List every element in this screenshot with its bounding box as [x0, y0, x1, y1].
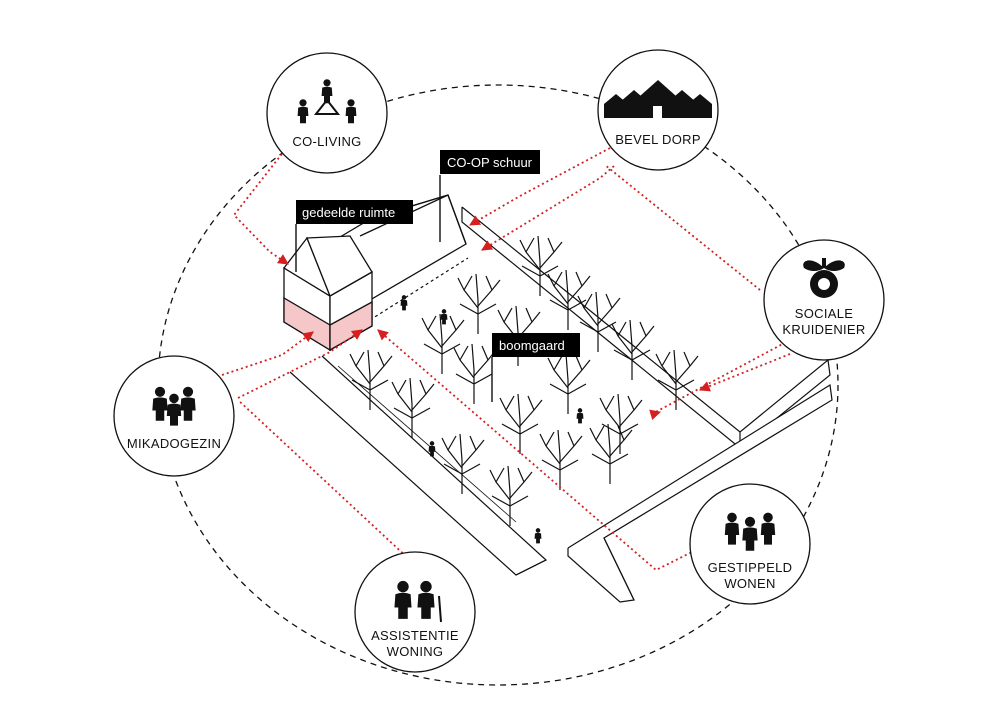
tree-icon — [577, 291, 621, 352]
tree-icon — [349, 349, 393, 410]
gedeelde-ruimte-building — [283, 235, 373, 352]
node-mikado: MIKADOGEZIN — [113, 355, 235, 477]
tree-icon — [589, 423, 633, 484]
node-assistentie: ASSISTENTIE WONING — [354, 551, 476, 673]
tree-icon — [539, 429, 583, 490]
node-mikado-label: MIKADOGEZIN — [127, 436, 221, 451]
fruit-logo-icon — [803, 258, 845, 298]
person-figure — [534, 528, 542, 544]
tree-icon — [499, 393, 543, 454]
person-figure — [440, 309, 448, 325]
tag-boomgaard-label: boomgaard — [499, 338, 565, 353]
site-plan — [289, 206, 833, 603]
tree-icon — [547, 353, 591, 414]
tree-icon — [547, 269, 591, 330]
node-beveldorp: BEVEL DORP — [597, 49, 719, 171]
tree-icon — [421, 313, 465, 374]
village-houses-icon — [604, 80, 712, 118]
node-beveldorp-label: BEVEL DORP — [615, 132, 701, 147]
tree-icon — [519, 235, 563, 296]
node-gestippeld-line1: GESTIPPELD — [708, 560, 793, 575]
person-figure — [576, 408, 584, 424]
tree-icon — [489, 465, 533, 526]
node-kruidenier-line1: SOCIALE — [795, 306, 853, 321]
tag-gedeelde-label: gedeelde ruimte — [302, 205, 395, 220]
triangle-people-icon — [297, 79, 357, 124]
elderly-couple-icon — [394, 580, 442, 623]
node-gestippeld-line2: WONEN — [724, 576, 775, 591]
tree-icon — [599, 393, 643, 454]
orchard-trees — [349, 235, 699, 526]
tag-coop: CO-OP schuur — [439, 150, 540, 242]
tree-icon — [457, 273, 501, 334]
tree-icon — [391, 377, 435, 438]
node-coliving-label: CO-LIVING — [292, 134, 361, 149]
node-assistentie-line1: ASSISTENTIE — [371, 628, 459, 643]
connection-arrows — [221, 147, 791, 572]
tree-icon — [655, 349, 699, 410]
tag-gedeelde: gedeelde ruimte — [295, 200, 413, 272]
tag-coop-label: CO-OP schuur — [447, 155, 533, 170]
node-assistentie-line2: WONING — [387, 644, 444, 659]
node-kruidenier-line2: KRUIDENIER — [782, 322, 865, 337]
tag-boomgaard: boomgaard — [491, 333, 580, 402]
node-coliving: CO-LIVING — [266, 52, 388, 174]
node-gestippeld: GESTIPPELD WONEN — [689, 483, 811, 605]
tree-icon — [611, 319, 655, 380]
node-kruidenier: SOCIALE KRUIDENIER — [763, 239, 885, 361]
tree-icon — [441, 433, 485, 494]
tree-icon — [453, 343, 497, 404]
